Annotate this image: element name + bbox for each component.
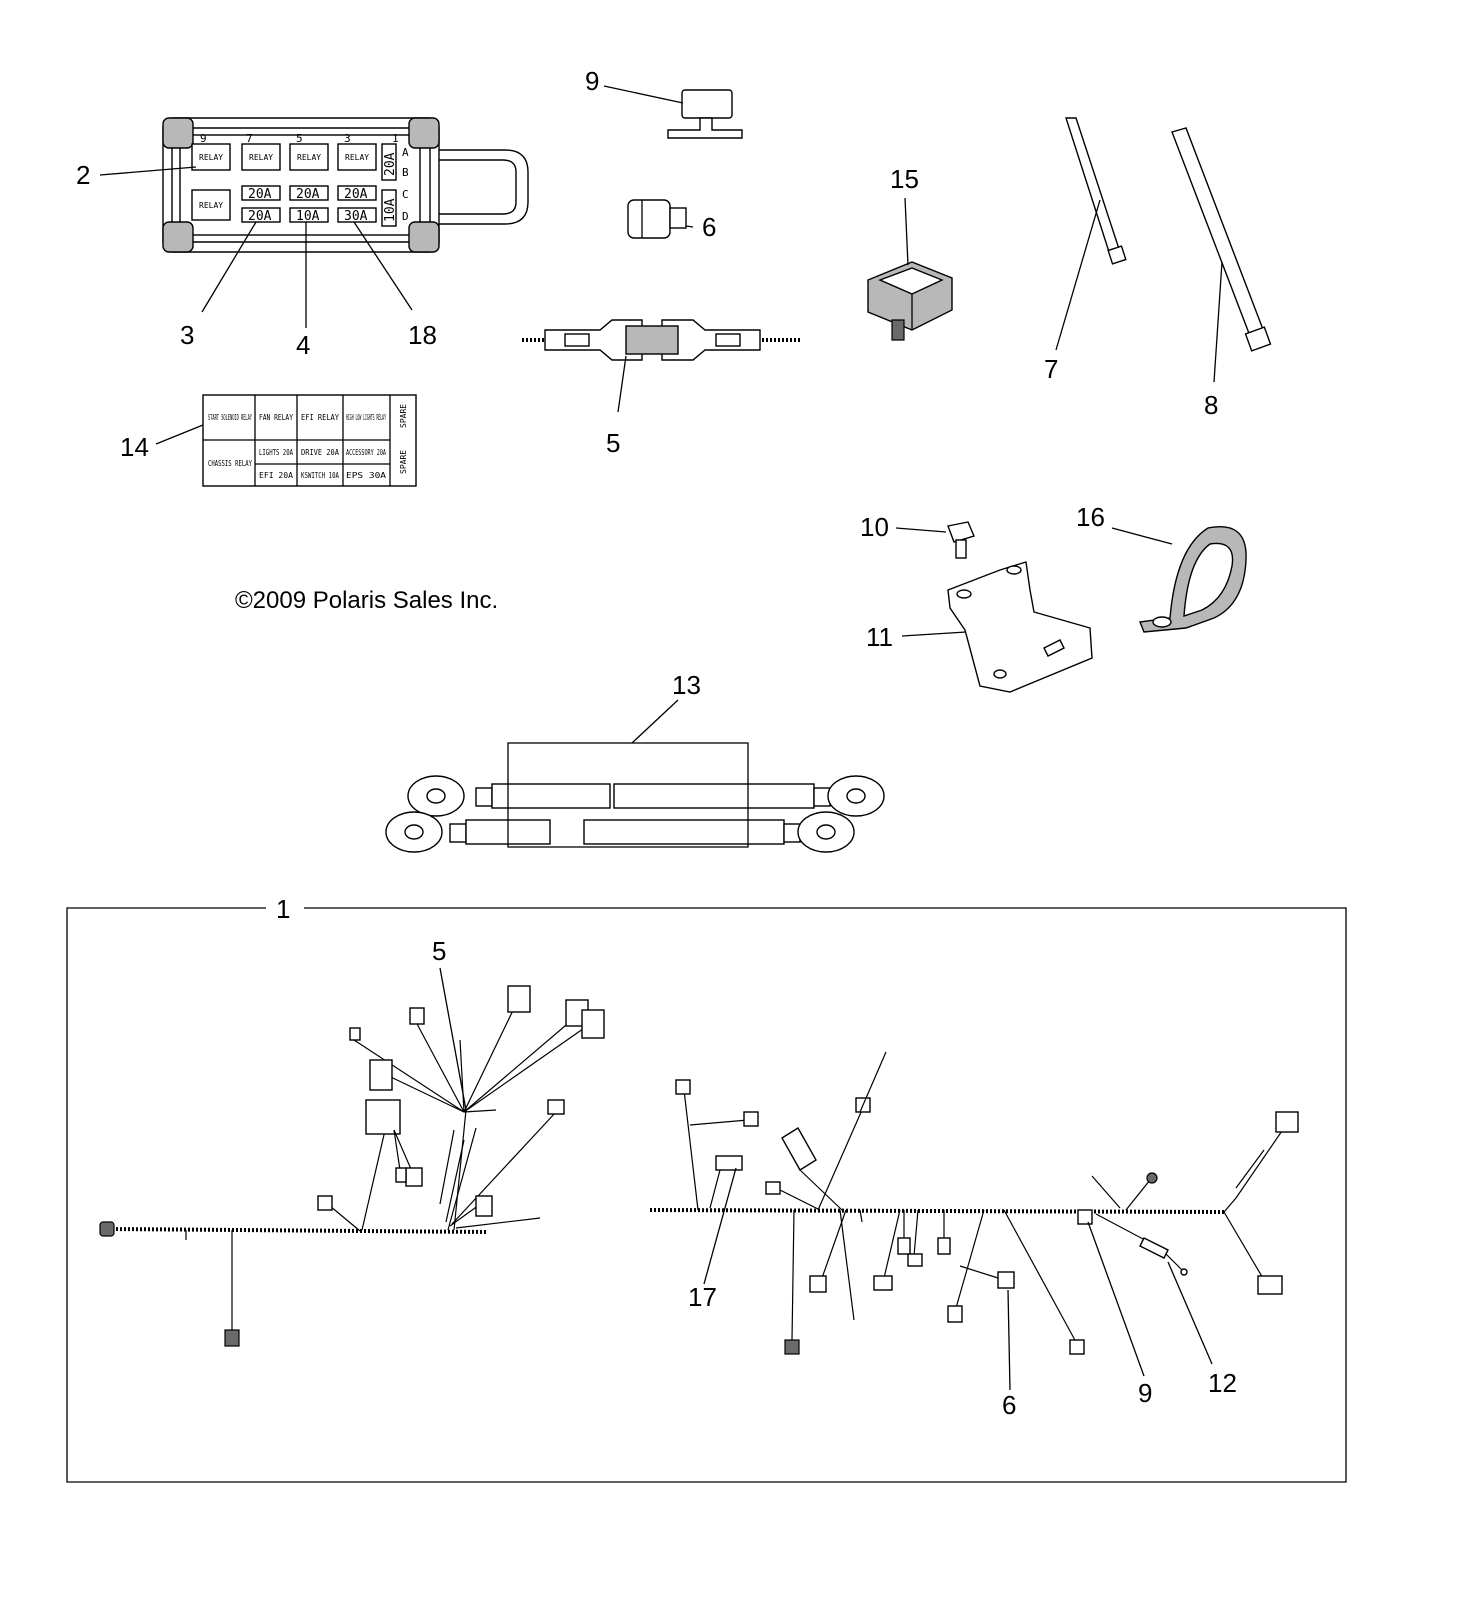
label-hi-lo-relay: HIGH LOW LIGHTS RELAY (346, 413, 386, 422)
cable-tie-large (1171, 127, 1272, 352)
relay-connector (867, 261, 953, 341)
relay-label-2: RELAY (249, 153, 273, 162)
label-spare-top: SPARE (399, 404, 408, 428)
label-start-relay: START SOLENOID RELAY (208, 413, 252, 422)
fuse-c1: 20A (248, 209, 272, 224)
callout-13: 13 (672, 670, 701, 700)
terminal-number-5: 5 (296, 132, 303, 145)
label-drive-fuse: DRIVE 20A (301, 448, 339, 457)
callout-3: 3 (180, 320, 194, 350)
callout-5-harness: 5 (432, 936, 446, 966)
label-kswitch-fuse: KSWITCH 10A (301, 471, 339, 480)
callout-10: 10 (860, 512, 889, 542)
relay-label-1: RELAY (199, 153, 223, 162)
callout-8: 8 (1204, 390, 1218, 420)
callout-9-top: 9 (585, 66, 599, 96)
flange-bolt (947, 521, 975, 559)
terminal-number-7: 7 (246, 132, 253, 145)
battery-cables (385, 742, 885, 853)
label-eps-fuse: EPS 30A (346, 471, 386, 480)
fuse-b3: 20A (344, 187, 368, 202)
circuit-breaker (667, 89, 743, 139)
side-fuse-1: 20A (383, 152, 398, 176)
label-efi-relay: EFI RELAY (301, 413, 339, 422)
callout-12: 12 (1208, 1368, 1237, 1398)
label-accessory-fuse: ACCESSORY 20A (346, 448, 386, 457)
row-letter-b: B (402, 166, 409, 179)
fuse-box-label: START SOLENOID RELAY FAN RELAY EFI RELAY… (202, 394, 417, 487)
callout-6-top: 6 (702, 212, 716, 242)
callout-17: 17 (688, 1282, 717, 1312)
callout-11: 11 (866, 622, 893, 652)
label-chassis-relay: CHASSIS RELAY (208, 459, 252, 468)
callout-1: 1 (276, 894, 290, 924)
callout-9-harness: 9 (1138, 1378, 1152, 1408)
fuse-b1: 20A (248, 187, 272, 202)
terminal-number-3: 3 (344, 132, 351, 145)
relay-label-5: RELAY (199, 201, 223, 210)
relay-label-3: RELAY (297, 153, 321, 162)
inline-fuse-holder (522, 319, 800, 361)
callout-16: 16 (1076, 502, 1105, 532)
callout-15: 15 (890, 164, 919, 194)
callout-5-top: 5 (606, 428, 620, 458)
side-fuse-2: 10A (383, 198, 398, 222)
terminal-number-1: 1 (392, 132, 399, 145)
fuse-c2: 10A (296, 209, 320, 224)
callout-14: 14 (120, 432, 149, 462)
cable-tie-small (1065, 117, 1127, 265)
label-fan-relay: FAN RELAY (259, 413, 293, 422)
label-spare-bottom: SPARE (399, 450, 408, 474)
main-harness-right (649, 1051, 1299, 1355)
callout-7: 7 (1044, 354, 1058, 384)
main-harness-left (99, 985, 605, 1347)
connector-plug (627, 199, 687, 239)
p-clamp (1139, 526, 1247, 633)
label-efi-fuse: EFI 20A (259, 471, 293, 480)
callout-2: 2 (76, 160, 90, 190)
callout-18: 18 (408, 320, 437, 350)
row-letter-a: A (402, 146, 409, 159)
row-letter-c: C (402, 188, 409, 201)
terminal-number-9: 9 (200, 132, 207, 145)
copyright-text: ©2009 Polaris Sales Inc. (235, 587, 498, 614)
mounting-bracket (947, 561, 1093, 693)
fuse-relay-box: 9 7 5 3 1 RELAY RELAY RELAY RELAY RELAY … (162, 117, 529, 253)
callout-6-harness: 6 (1002, 1390, 1016, 1420)
callout-4: 4 (296, 330, 310, 360)
wire-harness-frame (66, 907, 1347, 1483)
relay-label-4: RELAY (345, 153, 369, 162)
row-letter-d: D (402, 210, 409, 223)
label-lights-fuse: LIGHTS 20A (259, 448, 293, 457)
fuse-c3: 30A (344, 209, 368, 224)
fuse-b2: 20A (296, 187, 320, 202)
